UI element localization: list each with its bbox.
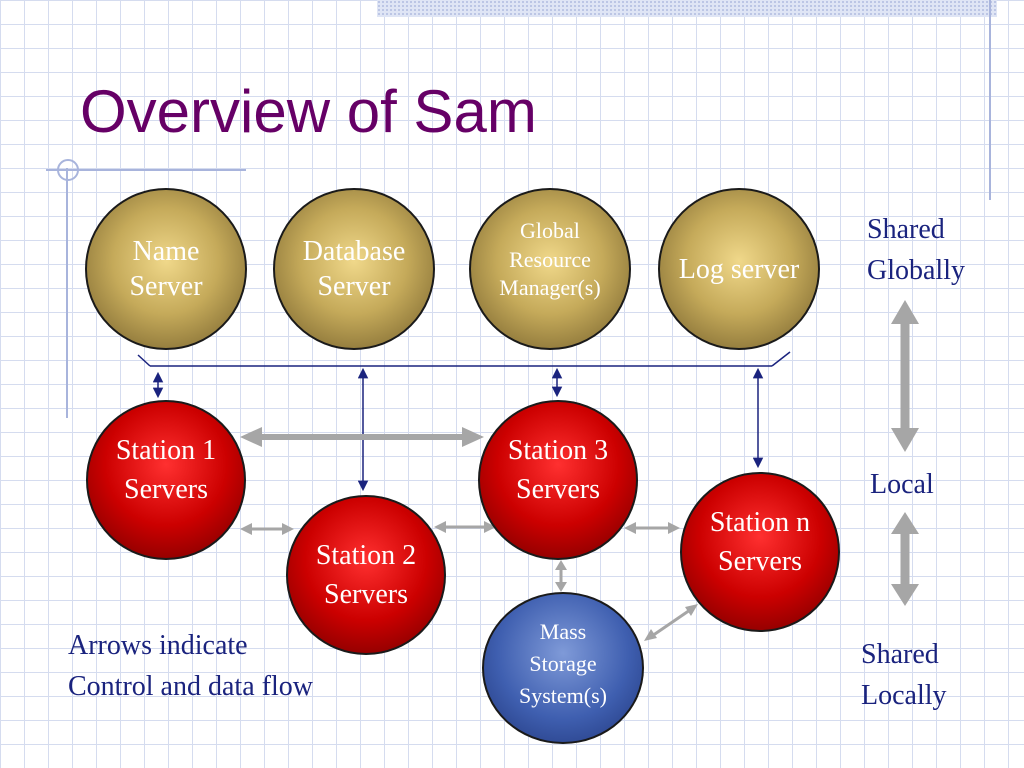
shared-locally-line1: Shared bbox=[861, 639, 939, 670]
arrow-globally-local bbox=[891, 300, 919, 452]
mass-storage-node: Mass Storage System(s) bbox=[482, 592, 644, 744]
name-server-node: Name Server bbox=[85, 188, 247, 350]
arrow-mass-storage-station-n bbox=[644, 604, 698, 641]
shared-globally-label: Shared Globally bbox=[867, 210, 965, 291]
shared-locally-line2: Locally bbox=[861, 679, 947, 711]
shared-locally-label: Shared Locally bbox=[861, 635, 947, 716]
arrows-note-line2: Control and data flow bbox=[68, 670, 313, 702]
slide-title: Overview of Sam bbox=[80, 78, 537, 145]
name-server-line2: Server bbox=[129, 271, 203, 302]
arrow-station-1-station-3 bbox=[240, 427, 484, 447]
global-resource-manager-node: Global Resource Manager(s) bbox=[469, 188, 631, 350]
station-3-node: Station 3 Servers bbox=[478, 400, 638, 560]
arrow-station-1-station-2 bbox=[240, 523, 294, 535]
station-3-line1: Station 3 bbox=[507, 434, 609, 466]
decorative-band bbox=[377, 0, 997, 17]
database-server-line2: Server bbox=[317, 271, 391, 302]
name-server-line1: Name bbox=[132, 236, 200, 267]
shared-bus bbox=[137, 351, 791, 367]
global-resource-manager-line1: Global bbox=[520, 218, 580, 244]
shared-globally-line1: Shared bbox=[867, 214, 945, 245]
station-1-node: Station 1 Servers bbox=[86, 400, 246, 560]
arrow-station-3-mass-storage bbox=[555, 560, 567, 592]
decorative-circle bbox=[57, 159, 79, 181]
arrow-station-2-station-3 bbox=[434, 521, 496, 533]
station-1-line2: Servers bbox=[124, 474, 208, 505]
mass-storage-line3: System(s) bbox=[519, 682, 607, 708]
local-label: Local bbox=[870, 469, 934, 500]
station-2-line2: Servers bbox=[324, 579, 408, 610]
station-n-line2: Servers bbox=[718, 546, 802, 577]
arrows-note: Arrows indicate Control and data flow bbox=[68, 626, 313, 707]
log-server-line1: Log server bbox=[678, 253, 800, 285]
database-server-node: Database Server bbox=[273, 188, 435, 350]
station-2-line1: Station 2 bbox=[315, 539, 417, 571]
station-1-line1: Station 1 bbox=[115, 434, 217, 466]
decorative-vertical-line bbox=[989, 0, 991, 200]
decorative-horizontal-line bbox=[46, 169, 246, 171]
station-n-line1: Station n bbox=[709, 506, 811, 538]
database-server-line1: Database bbox=[302, 236, 406, 267]
arrows-note-line1: Arrows indicate bbox=[68, 630, 248, 661]
shared-globally-line2: Globally bbox=[867, 254, 965, 286]
station-n-node: Station n Servers bbox=[680, 472, 840, 632]
arrow-station-3-station-n bbox=[624, 522, 680, 534]
global-resource-manager-line3: Manager(s) bbox=[499, 275, 601, 301]
decorative-left-line bbox=[66, 168, 68, 418]
mass-storage-line1: Mass bbox=[539, 619, 587, 645]
global-resource-manager-line2: Resource bbox=[509, 246, 591, 272]
log-server-node: Log server bbox=[658, 188, 820, 350]
station-3-line2: Servers bbox=[516, 474, 600, 505]
arrow-local-locally bbox=[891, 512, 919, 606]
mass-storage-line2: Storage bbox=[529, 651, 597, 677]
station-2-node: Station 2 Servers bbox=[286, 495, 446, 655]
